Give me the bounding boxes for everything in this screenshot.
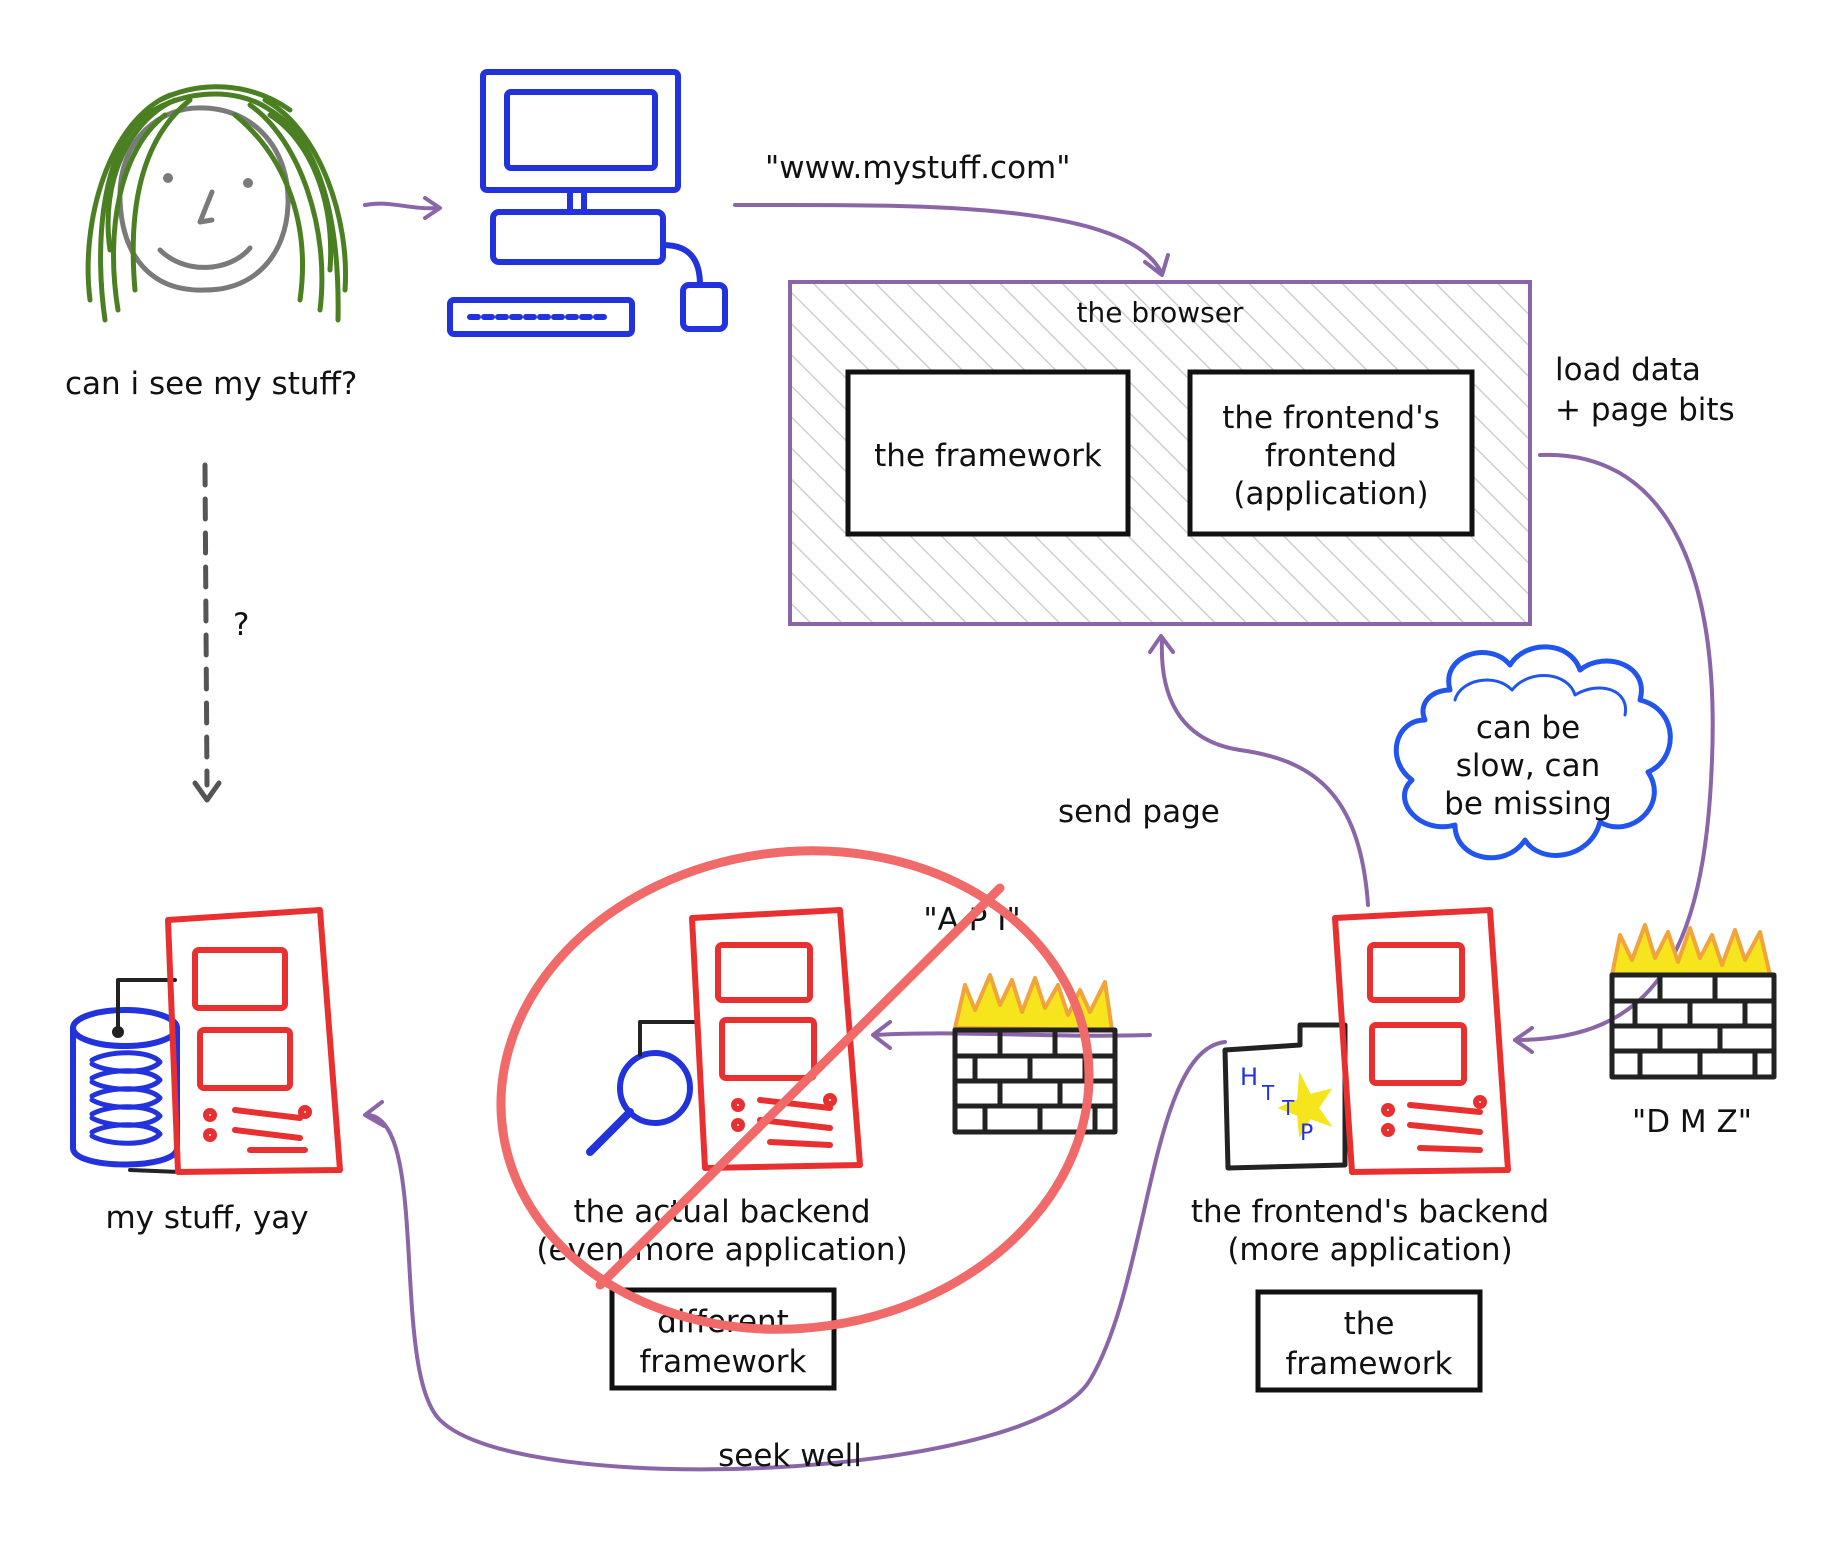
load-data-arrow xyxy=(1513,452,1715,1054)
user-face-icon xyxy=(85,84,349,323)
dmz-label: "D M Z" xyxy=(1632,1104,1752,1140)
http-letter-h: H xyxy=(1240,1063,1258,1091)
computer-icon xyxy=(447,69,728,337)
url-request-arrow xyxy=(733,202,1170,277)
browser-title: the browser xyxy=(1077,296,1244,329)
different-framework-label-line2: framework xyxy=(640,1344,807,1380)
frontend-app-label-line1: the frontend's xyxy=(1222,400,1440,436)
frontends-backend-server-icon xyxy=(1332,907,1511,1175)
user-to-computer-arrow xyxy=(363,196,442,220)
http-document-icon: H T T P xyxy=(1222,1022,1348,1171)
cloud-label-line3: be missing xyxy=(1444,786,1612,822)
browser-framework-label: the framework xyxy=(874,438,1102,474)
load-data-label-line2: + page bits xyxy=(1555,392,1735,428)
user-question-label: can i see my stuff? xyxy=(65,366,357,402)
frontends-backend-label-line2: (more application) xyxy=(1227,1232,1512,1268)
actual-backend-server-icon xyxy=(689,907,863,1171)
frontend-app-label-line2: frontend xyxy=(1265,438,1397,474)
question-mark-label: ? xyxy=(233,607,249,643)
dmz-firewall-icon xyxy=(1609,923,1777,1080)
crossed-out-mark xyxy=(496,846,1094,1334)
cloud-label-line2: slow, can xyxy=(1456,748,1600,784)
seek-well-label: seek well xyxy=(718,1438,862,1474)
seek-well-arrow xyxy=(363,1040,1227,1472)
load-data-label-line1: load data xyxy=(1555,352,1701,388)
http-letter-t1: T xyxy=(1261,1081,1275,1105)
latency-cloud-icon xyxy=(1393,644,1673,861)
api-call-arrow xyxy=(871,1020,1152,1050)
send-page-label: send page xyxy=(1058,794,1220,830)
send-page-arrow xyxy=(1148,634,1370,907)
http-letter-t2: T xyxy=(1281,1096,1295,1120)
hair-icon xyxy=(85,84,349,323)
my-stuff-server-icon xyxy=(165,907,343,1175)
unknown-path-arrow xyxy=(192,462,222,803)
backend-framework-label-line2: framework xyxy=(1286,1346,1453,1382)
frontend-app-label-line3: (application) xyxy=(1233,476,1428,512)
url-label: "www.mystuff.com" xyxy=(765,150,1071,186)
backend-framework-box xyxy=(1255,1289,1483,1393)
magnifier-icon xyxy=(586,1020,697,1156)
browser-box: the browser the framework the frontend's… xyxy=(788,280,1532,626)
actual-backend-label-line1: the actual backend xyxy=(574,1194,871,1230)
backend-framework-label-line1: the xyxy=(1344,1306,1395,1342)
actual-backend-label-line2: (even more application) xyxy=(536,1232,907,1268)
database-icon xyxy=(70,978,182,1174)
http-letter-p: P xyxy=(1300,1121,1313,1146)
frontends-backend-label-line1: the frontend's backend xyxy=(1191,1194,1549,1230)
my-stuff-label: my stuff, yay xyxy=(105,1200,308,1236)
cloud-label-line1: can be xyxy=(1476,710,1580,746)
